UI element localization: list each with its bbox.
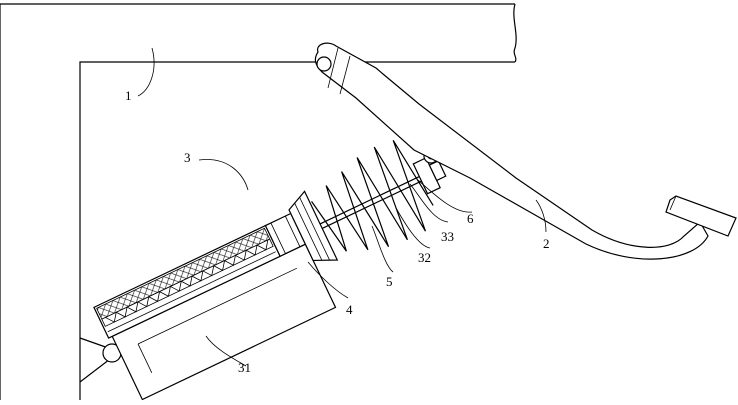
frame xyxy=(0,3,517,400)
label-piston-rod: 32 xyxy=(418,250,431,265)
damper-assembly xyxy=(93,139,447,401)
piston-rod xyxy=(319,176,422,229)
pivot-bracket xyxy=(79,337,122,383)
label-pin: 6 xyxy=(467,211,474,226)
label-damper-assembly: 3 xyxy=(184,150,191,165)
label-spring: 5 xyxy=(386,274,393,289)
rod-end xyxy=(412,157,447,195)
spring xyxy=(311,139,434,252)
label-pedal-arm: 2 xyxy=(543,236,550,251)
label-piston-head: 4 xyxy=(346,302,353,317)
piston-head xyxy=(288,190,339,262)
label-frame: 1 xyxy=(125,88,132,103)
pedal-arm xyxy=(314,42,737,260)
label-rod-end: 33 xyxy=(441,229,454,244)
label-damper-housing: 31 xyxy=(238,360,251,375)
leader-lines xyxy=(137,47,547,367)
